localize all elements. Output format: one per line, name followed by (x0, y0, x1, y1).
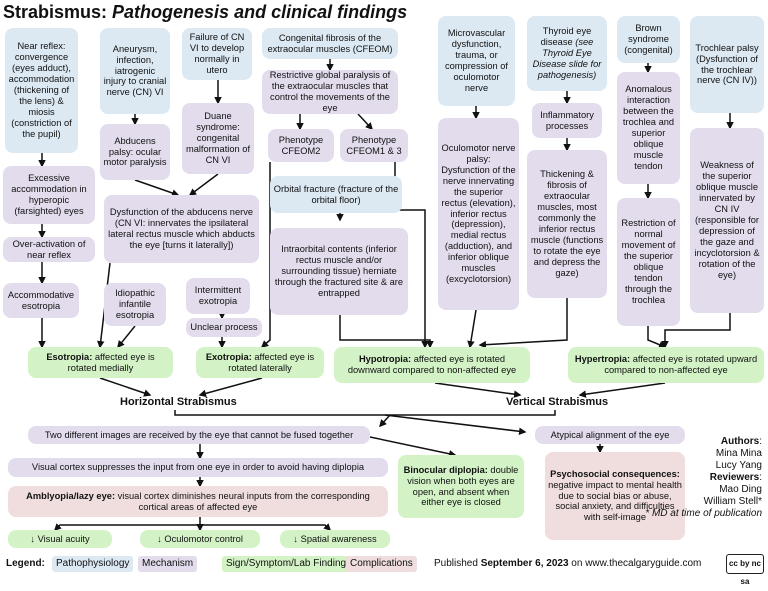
thyroid-box: Thyroid eye disease (see Thyroid Eye Dis… (527, 16, 607, 91)
legend-mechanism: Mechanism (138, 556, 198, 572)
authors-label: Authors (720, 436, 760, 447)
excessive-accommodation-box: Excessive accommodation in hyperopic (fa… (3, 166, 95, 224)
authors-block: Authors: Mina Mina Lucy Yang Reviewers: … (642, 436, 762, 520)
orbital-fracture-box: Orbital fracture (fracture of the orbita… (270, 176, 402, 213)
title-main: Strabismus: (3, 2, 113, 22)
esotropia-box: Esotropia: affected eye is rotated media… (28, 347, 173, 378)
hypertropia-box: Hypertropia: affected eye is rotated upw… (568, 347, 764, 383)
legend-sign: Sign/Symptom/Lab Finding (222, 556, 351, 572)
brown-syndrome-box: Brown syndrome (congenital) (617, 16, 680, 63)
microvascular-box: Microvascular dysfunction, trauma, or co… (438, 16, 515, 106)
abducens-palsy-box: Abducens palsy: ocular motor paralysis (100, 124, 170, 180)
authors-note: * MD at time of publication (645, 508, 762, 519)
dysfunction-abducens-box: Dysfunction of the abducens nerve (CN VI… (104, 195, 259, 263)
page-title: Strabismus: Pathogenesis and clinical fi… (3, 2, 407, 23)
horizontal-strabismus-label: Horizontal Strabismus (120, 396, 237, 408)
over-activation-box: Over-activation of near reflex (3, 237, 95, 262)
aneurysm-box: Aneurysm, infection, iatrogenic injury t… (100, 28, 170, 114)
connector-arrows (38, 59, 734, 532)
legend-complications: Complications (346, 556, 417, 572)
author-name: Lucy Yang (715, 460, 762, 471)
accommodative-esotropia-box: Accommodative esotropia (3, 283, 79, 318)
duane-syndrome-box: Duane syndrome: congenital malformation … (182, 103, 254, 174)
vertical-strabismus-label: Vertical Strabismus (506, 396, 609, 408)
binocular-diplopia-box: Binocular diplopia: double vision when b… (398, 455, 524, 518)
near-reflex-box: Near reflex: convergence (eyes adduct), … (5, 28, 78, 153)
visual-acuity-box: ↓ Visual acuity (8, 530, 112, 548)
unclear-process-box: Unclear process (186, 318, 262, 337)
spatial-awareness-box: ↓ Spatial awareness (280, 530, 390, 548)
oculomotor-palsy-box: Oculomotor nerve palsy: Dysfunction of t… (438, 118, 519, 310)
cfeom-box: Congenital fibrosis of the extraocular m… (262, 28, 398, 59)
visual-cortex-box: Visual cortex suppresses the input from … (8, 458, 388, 477)
inflammatory-box: Inflammatory processes (532, 103, 602, 138)
thickening-fibrosis-box: Thickening & fibrosis of extraocular mus… (527, 150, 607, 298)
phenotype-cfeom13-box: Phenotype CFEOM1 & 3 (340, 129, 408, 162)
phenotype-cfeom2-box: Phenotype CFEOM2 (268, 129, 334, 162)
legend-pathophysiology: Pathophysiology (52, 556, 134, 572)
trochlear-palsy-box: Trochlear palsy (Dysfunction of the troc… (690, 16, 764, 113)
psychosocial-box: Psychosocial consequences: negative impa… (545, 452, 685, 540)
cc-license-icon[interactable]: cc by nc sa (726, 554, 764, 586)
anomalous-interaction-box: Anomalous interaction between the trochl… (617, 72, 680, 184)
reviewer-name: Mao Ding (719, 484, 762, 495)
reviewers-label: Reviewers (709, 472, 760, 483)
restrictive-box: Restrictive global paralysis of the extr… (262, 70, 398, 114)
author-name: Mina Mina (715, 448, 762, 459)
atypical-alignment-box: Atypical alignment of the eye (535, 426, 685, 444)
restriction-trochlea-box: Restriction of normal movement of the su… (617, 198, 680, 326)
two-images-box: Two different images are received by the… (28, 426, 370, 444)
exotropia-box: Exotropia: affected eye is rotated later… (196, 347, 324, 378)
intraorbital-contents-box: Intraorbital contents (inferior rectus m… (270, 228, 408, 315)
intermittent-exotropia-box: Intermittent exotropia (186, 278, 250, 314)
amblyopia-box: Amblyopia/lazy eye: visual cortex dimini… (8, 486, 388, 517)
title-italic: Pathogenesis and clinical findings (112, 2, 408, 22)
legend-bar: Legend: Pathophysiology Mechanism Sign/S… (0, 552, 768, 576)
weakness-box: Weakness of the superior oblique muscle … (690, 128, 764, 313)
hypotropia-box: Hypotropia: affected eye is rotated down… (334, 347, 530, 383)
failure-cn6-box: Failure of CN VI to develop normally in … (182, 28, 252, 80)
reviewer-name: William Stell* (703, 496, 762, 507)
oculomotor-control-box: ↓ Oculomotor control (140, 530, 260, 548)
idiopathic-esotropia-box: Idiopathic infantile esotropia (104, 283, 166, 326)
published-line: Published September 6, 2023 on www.theca… (434, 558, 702, 569)
legend-label: Legend: (6, 558, 45, 569)
